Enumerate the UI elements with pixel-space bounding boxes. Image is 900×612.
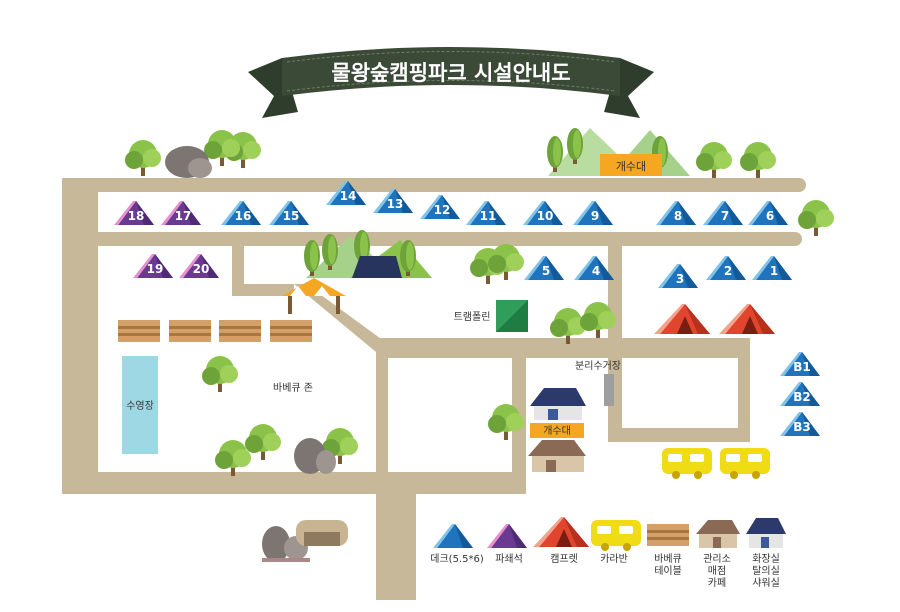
tree-cluster-bbq [202, 356, 524, 476]
campfret-site-2[interactable] [719, 304, 775, 334]
sink-top-box [600, 154, 662, 176]
recycle-bin[interactable] [604, 374, 614, 406]
site-number: 18 [128, 209, 145, 223]
site-number: 19 [147, 262, 164, 276]
site-number: 16 [235, 209, 252, 223]
gravel-site-18[interactable]: 18 [114, 201, 154, 225]
legend-bbq-table-label-2: 테이블 [654, 565, 682, 577]
office-building[interactable] [528, 440, 586, 472]
legend-campfret-label: 캠프렛 [550, 553, 578, 565]
deck-site-15[interactable]: 15 [269, 201, 309, 225]
pool[interactable] [122, 356, 158, 454]
legend-deck-label: 데크(5.5*6) [430, 553, 484, 565]
bbq-table-3[interactable] [219, 320, 261, 342]
site-number: 5 [542, 264, 550, 278]
legend-bbq-table: 바베큐 테이블 [647, 524, 689, 577]
deck-site-10[interactable]: 10 [523, 201, 563, 225]
site-number: 7 [721, 209, 729, 223]
site-number: 10 [537, 209, 554, 223]
site-number: 14 [340, 189, 357, 203]
deck-site-14[interactable]: 14 [326, 181, 366, 205]
site-number: B2 [793, 390, 811, 404]
gravel-site-20[interactable]: 20 [179, 254, 219, 278]
caravan-2[interactable] [720, 448, 770, 479]
deck-site-16[interactable]: 16 [221, 201, 261, 225]
legend: 데크(5.5*6) 파쇄석 캠프렛 카라반 바베큐 테이블 관리소 매점 카페 [430, 517, 786, 589]
tree-cluster-top-left [125, 130, 261, 178]
deck-site-11[interactable]: 11 [466, 201, 506, 225]
site-number: 2 [724, 264, 732, 278]
tree-cluster-center [304, 230, 616, 344]
trampoline[interactable] [496, 300, 528, 332]
site-number: 6 [766, 209, 774, 223]
legend-caravan-label: 카라반 [600, 553, 628, 565]
legend-caravan: 카라반 [591, 520, 641, 565]
legend-deck: 데크(5.5*6) [430, 524, 484, 565]
sink-top-label: 개수대 [616, 160, 646, 173]
deck-site-4[interactable]: 4 [574, 256, 614, 280]
deck-site-b2[interactable]: B2 [780, 382, 820, 406]
bbq-table-2[interactable] [169, 320, 211, 342]
gravel-site-19[interactable]: 19 [133, 254, 173, 278]
road-network [62, 178, 806, 600]
site-number: 12 [434, 203, 451, 217]
bbq-table-4[interactable] [270, 320, 312, 342]
site-number: 9 [591, 209, 599, 223]
title-banner: 물왕숲캠핑파크 시설안내도 [248, 47, 654, 118]
rock-cave [262, 520, 348, 562]
site-number: 13 [387, 197, 404, 211]
legend-bbq-table-label-1: 바베큐 [654, 553, 682, 565]
deck-site-2[interactable]: 2 [706, 256, 746, 280]
deck-site-3[interactable]: 3 [658, 264, 698, 288]
legend-restroom-label-3: 샤워실 [752, 576, 780, 589]
pool-label: 수영장 [126, 400, 154, 412]
site-number: 11 [480, 209, 497, 223]
deck-site-b3[interactable]: B3 [780, 412, 820, 436]
deck-site-13[interactable]: 13 [373, 189, 413, 213]
legend-office-label-1: 관리소 [703, 553, 731, 565]
legend-pashuseok-label: 파쇄석 [495, 553, 523, 565]
deck-site-5[interactable]: 5 [524, 256, 564, 280]
trampoline-label: 트램폴린 [454, 311, 491, 323]
site-number: 20 [193, 262, 210, 276]
site-number: 15 [283, 209, 300, 223]
deck-site-6[interactable]: 6 [748, 201, 788, 225]
legend-restroom-label-2: 탈의실 [752, 564, 780, 577]
sink-mid-box [530, 423, 584, 438]
deck-site-12[interactable]: 12 [420, 195, 460, 219]
legend-office-label-2: 매점 [708, 565, 726, 577]
map-title: 물왕숲캠핑파크 시설안내도 [331, 61, 570, 85]
legend-restroom-label-1: 화장실 [752, 553, 780, 565]
deck-site-b1[interactable]: B1 [780, 352, 820, 376]
legend-office: 관리소 매점 카페 [696, 520, 740, 589]
site-number: B3 [793, 420, 811, 434]
legend-pashuseok: 파쇄석 [487, 524, 527, 565]
legend-office-label-3: 카페 [708, 577, 726, 589]
site-number: 8 [674, 209, 682, 223]
campfret-site-1[interactable] [654, 304, 710, 334]
legend-campfret: 캠프렛 [533, 517, 589, 565]
site-number: 17 [175, 209, 192, 223]
deck-site-8[interactable]: 8 [656, 201, 696, 225]
caravan-1[interactable] [662, 448, 712, 479]
deck-site-9[interactable]: 9 [573, 201, 613, 225]
bbq-zone-label: 바베큐 존 [273, 382, 313, 394]
pavilion [282, 278, 346, 314]
site-number: 1 [770, 264, 778, 278]
recycle-label: 분리수거장 [575, 360, 621, 372]
restroom-building[interactable] [530, 388, 586, 420]
deck-site-1[interactable]: 1 [752, 256, 792, 280]
site-number: 3 [676, 272, 684, 286]
gravel-site-17[interactable]: 17 [161, 201, 201, 225]
site-number: B1 [793, 360, 811, 374]
deck-site-7[interactable]: 7 [703, 201, 743, 225]
legend-restroom: 화장실 탈의실 샤워실 [746, 518, 786, 589]
bbq-table-1[interactable] [118, 320, 160, 342]
site-number: 4 [592, 264, 600, 278]
sink-mid-label: 개수대 [543, 425, 571, 437]
